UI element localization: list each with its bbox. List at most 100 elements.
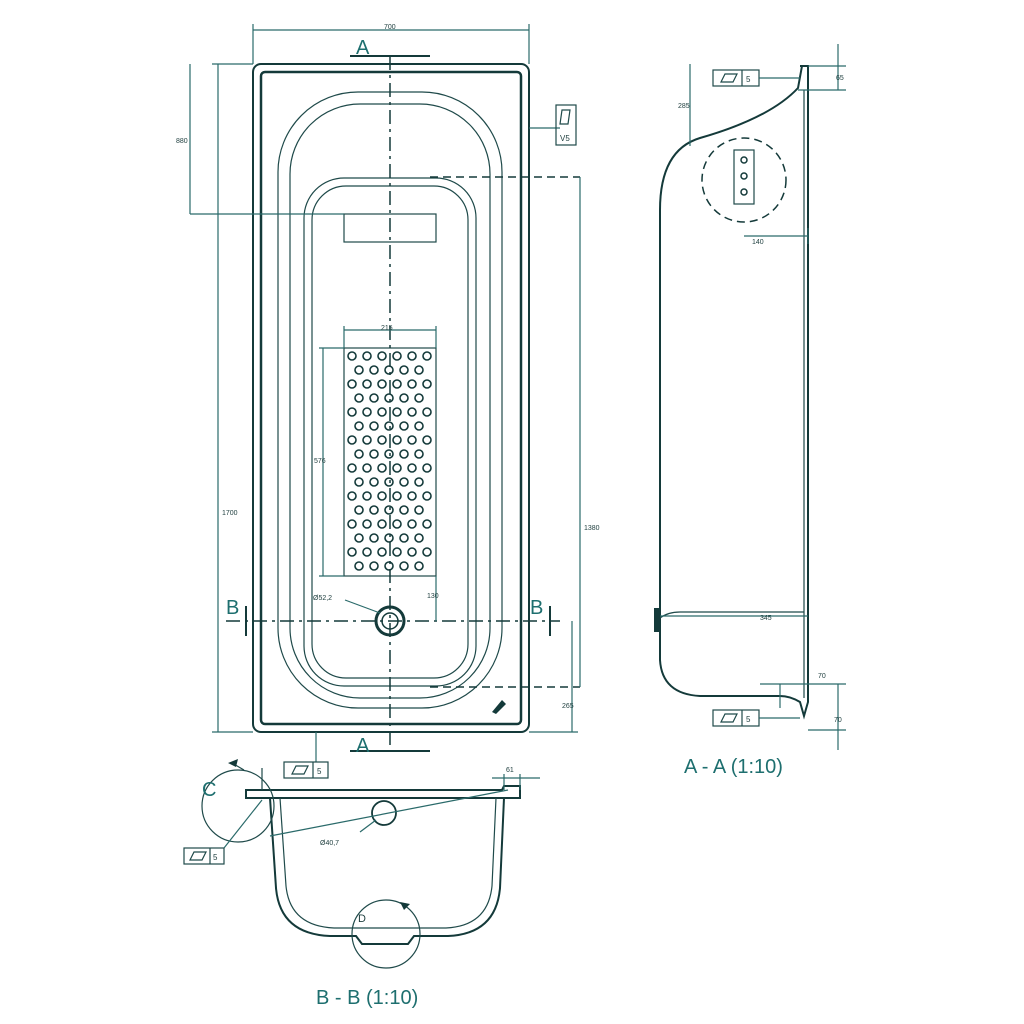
side-box-value: V5	[560, 134, 570, 143]
anti-slip-dot	[422, 407, 432, 417]
dim-1380-label: 1380	[584, 525, 600, 532]
anti-slip-dot	[407, 519, 417, 529]
anti-slip-dot	[422, 519, 432, 529]
dim-61-label: 61	[506, 767, 514, 774]
anti-slip-dot	[407, 351, 417, 361]
aa-top-tolerance-box	[712, 69, 760, 87]
anti-slip-dot	[414, 505, 424, 515]
dim-rim-label: 70	[818, 673, 826, 680]
plan-view	[189, 24, 581, 779]
anti-slip-dot	[392, 407, 402, 417]
bb-left-tolerance-box	[183, 847, 225, 865]
flatness-symbol-icon	[189, 851, 207, 861]
dim-130-label: 130	[427, 593, 439, 600]
anti-slip-dot	[369, 533, 379, 543]
anti-slip-dot	[399, 393, 409, 403]
anti-slip-dot	[392, 491, 402, 501]
anti-slip-dot	[399, 421, 409, 431]
anti-slip-dot	[399, 561, 409, 571]
overflow-recess	[343, 213, 437, 243]
anti-slip-dot	[384, 533, 394, 543]
flatness-symbol-icon	[559, 109, 571, 125]
anti-slip-dot	[354, 505, 364, 515]
anti-slip-dot	[414, 533, 424, 543]
anti-slip-dot	[354, 533, 364, 543]
anti-slip-dot	[422, 547, 432, 557]
anti-slip-dot	[407, 491, 417, 501]
section-b-right-label: B	[530, 597, 543, 619]
anti-slip-dot	[407, 407, 417, 417]
drain-bb-leader	[359, 819, 377, 833]
anti-slip-dot	[377, 547, 387, 557]
anti-slip-dot	[377, 519, 387, 529]
dim-265-label: 265	[562, 703, 574, 710]
anti-slip-dot	[377, 435, 387, 445]
anti-slip-dot	[362, 547, 372, 557]
anti-slip-dot	[347, 407, 357, 417]
dim-width-label: 700	[384, 24, 396, 31]
flatness-symbol-icon	[720, 73, 738, 83]
anti-slip-dot	[392, 519, 402, 529]
anti-slip-dot	[377, 407, 387, 417]
anti-slip-dot	[369, 421, 379, 431]
anti-slip-dot	[369, 449, 379, 459]
section-bb-view	[183, 759, 540, 969]
anti-slip-dot	[362, 463, 372, 473]
bottom-tolerance-box	[283, 761, 329, 779]
anti-slip-dot	[354, 449, 364, 459]
anti-slip-dot	[347, 463, 357, 473]
anti-slip-dot	[384, 505, 394, 515]
aa-bottom-box-value: 5	[746, 715, 751, 724]
anti-slip-dot	[354, 421, 364, 431]
anti-slip-dot	[354, 477, 364, 487]
arrow-icon	[400, 902, 410, 910]
anti-slip-dot	[354, 365, 364, 375]
anti-slip-dot	[377, 463, 387, 473]
anti-slip-dot	[347, 491, 357, 501]
dim-345-label: 345	[760, 615, 772, 622]
dim-65-label: 65	[836, 75, 844, 82]
detail-circle-aa	[701, 137, 787, 223]
anti-slip-dot	[384, 365, 394, 375]
detail-c-label: C	[202, 779, 216, 801]
anti-slip-dot	[392, 351, 402, 361]
anti-slip-dot	[407, 547, 417, 557]
anti-slip-dot	[414, 421, 424, 431]
anti-slip-dot	[384, 393, 394, 403]
anti-slip-dot	[414, 393, 424, 403]
bottom-box-value: 5	[317, 767, 322, 776]
dim-mat-length-label: 576	[314, 458, 326, 465]
side-tolerance-box	[555, 104, 577, 146]
anti-slip-dot	[422, 463, 432, 473]
section-a-bottom-label: A	[356, 735, 370, 757]
section-bb-drain	[371, 800, 397, 826]
section-aa-waterline	[659, 611, 804, 619]
section-b-left-label: B	[226, 597, 239, 619]
anti-slip-dot	[422, 379, 432, 389]
anti-slip-dot	[407, 435, 417, 445]
rim-marker	[492, 700, 506, 714]
section-bb-title: B - B (1:10)	[316, 987, 418, 1009]
anti-slip-dot	[414, 365, 424, 375]
dim-mat-width-label: 215	[381, 325, 393, 332]
anti-slip-dots	[347, 351, 432, 571]
anti-slip-dot	[422, 351, 432, 361]
anti-slip-dot	[347, 519, 357, 529]
anti-slip-dot	[384, 421, 394, 431]
drain-bb-label: Ø40,7	[320, 840, 339, 847]
anti-slip-dot	[422, 435, 432, 445]
anti-slip-dot	[362, 351, 372, 361]
anti-slip-dot	[392, 435, 402, 445]
anti-slip-dot	[347, 547, 357, 557]
dim-bottom-label: 70	[834, 717, 842, 724]
anti-slip-dot	[399, 365, 409, 375]
aa-bottom-tolerance-box	[712, 709, 760, 727]
anti-slip-dot	[392, 547, 402, 557]
anti-slip-dot	[369, 393, 379, 403]
anti-slip-dot	[369, 477, 379, 487]
flatness-symbol-icon	[720, 713, 738, 723]
anti-slip-dot	[354, 561, 364, 571]
anti-slip-dot	[347, 435, 357, 445]
anti-slip-dot	[384, 477, 394, 487]
